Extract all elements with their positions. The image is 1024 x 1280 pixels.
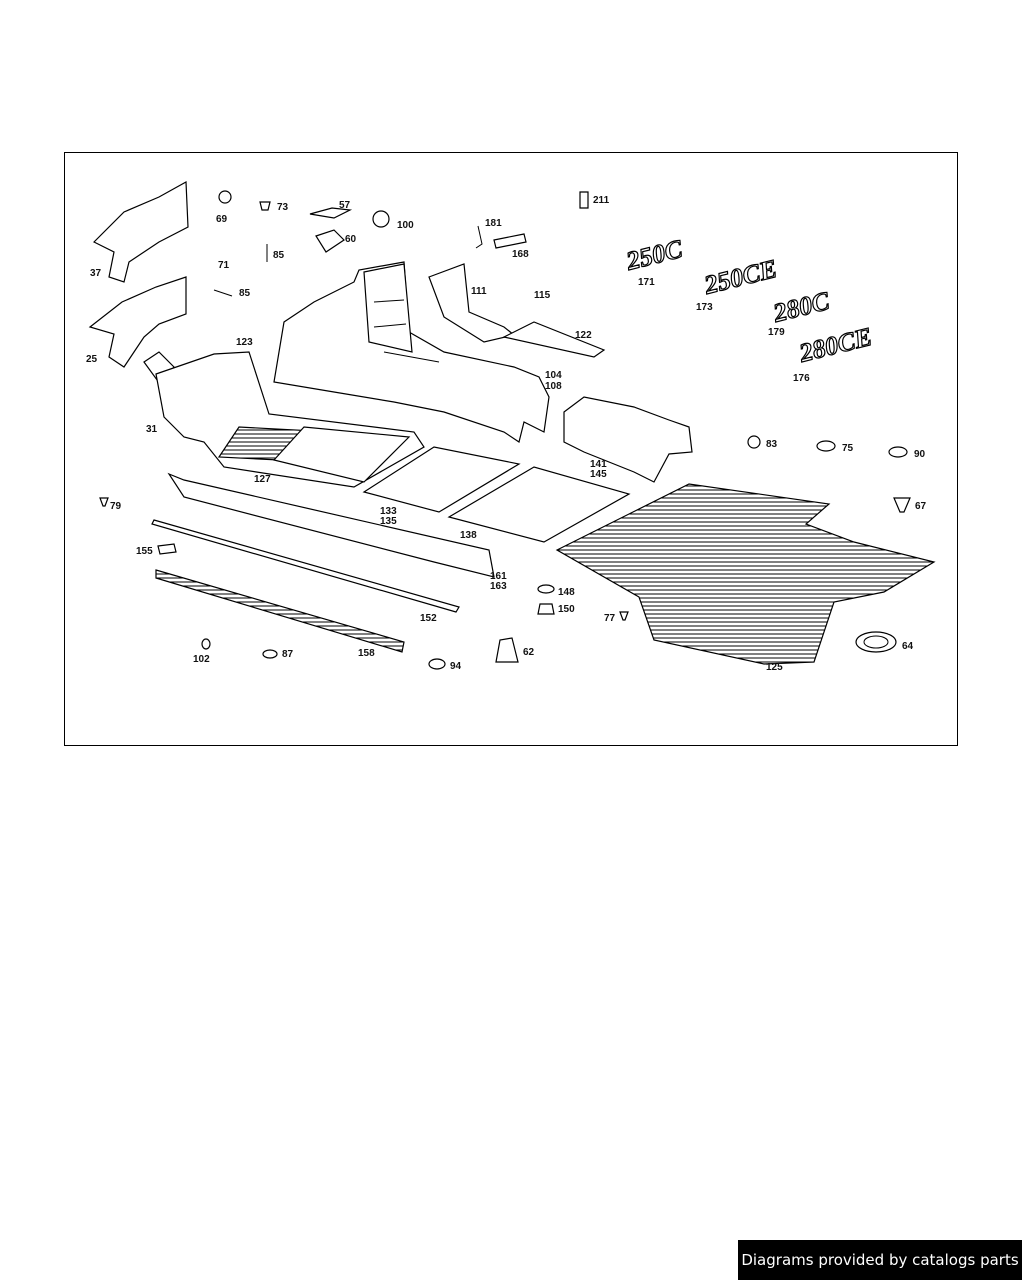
cap-102 xyxy=(201,638,211,650)
callout-87: 87 xyxy=(282,649,294,660)
rear-mat-125 xyxy=(555,483,936,665)
callout-64: 64 xyxy=(902,641,914,652)
clip-155 xyxy=(157,543,177,555)
insulation-panel-37 xyxy=(92,181,189,283)
callout-148: 148 xyxy=(558,587,575,598)
parts-diagram: 250C 250CE 280C 280CE 37 25 31 69 73 71 … xyxy=(86,181,936,673)
callout-122: 122 xyxy=(575,330,592,341)
credit-text: Diagrams provided by catalogs parts xyxy=(741,1251,1019,1269)
callout-125: 125 xyxy=(766,662,783,673)
callout-211: 211 xyxy=(593,195,610,206)
emblem-280c: 280C xyxy=(769,286,832,328)
seal-64 xyxy=(855,631,897,653)
callout-83: 83 xyxy=(766,439,778,450)
callout-111: 111 xyxy=(471,286,487,297)
callout-179: 179 xyxy=(768,327,785,338)
floor-mat-127-plain xyxy=(272,426,411,483)
strip-168 xyxy=(493,233,527,249)
callout-77: 77 xyxy=(604,613,616,624)
callout-181: 181 xyxy=(485,218,502,229)
callout-133: 133 xyxy=(380,506,397,517)
callout-150: 150 xyxy=(558,604,575,615)
emblem-280ce: 280CE xyxy=(795,322,874,368)
nut-150 xyxy=(537,603,555,615)
ring-100 xyxy=(372,210,390,228)
callout-79: 79 xyxy=(110,501,122,512)
callout-123: 123 xyxy=(236,337,253,348)
plate-122 xyxy=(502,321,606,358)
callout-145: 145 xyxy=(590,469,607,480)
grommet-148 xyxy=(537,584,555,594)
callout-138: 138 xyxy=(460,530,477,541)
callout-104: 104 xyxy=(545,370,562,381)
plug-94 xyxy=(428,658,446,670)
grommet-75 xyxy=(816,440,836,452)
screw-85b xyxy=(213,289,233,297)
callout-163: 163 xyxy=(490,581,507,592)
grommet-83 xyxy=(747,435,761,449)
bracket-111 xyxy=(428,263,516,343)
callout-115: 115 xyxy=(534,290,551,301)
emblem-250ce: 250CE xyxy=(700,254,779,300)
callout-168: 168 xyxy=(512,249,529,260)
tunnel-shift-box xyxy=(363,263,413,353)
clip-87 xyxy=(262,649,278,659)
cover-62 xyxy=(495,637,519,663)
callout-60: 60 xyxy=(345,234,357,245)
emblem-250c: 250C xyxy=(622,234,685,276)
callout-158: 158 xyxy=(358,648,375,659)
sill-panel-161 xyxy=(167,472,495,578)
insulation-panel-25 xyxy=(88,276,187,368)
callout-37: 37 xyxy=(90,268,102,279)
callout-102: 102 xyxy=(193,654,210,665)
callout-69: 69 xyxy=(216,214,228,225)
tunnel-shift-slot xyxy=(373,299,440,363)
callout-141: 141 xyxy=(590,459,607,470)
callout-127: 127 xyxy=(254,474,271,485)
clip-211 xyxy=(579,191,589,209)
callout-62: 62 xyxy=(523,647,535,658)
callout-94: 94 xyxy=(450,661,462,672)
callout-171: 171 xyxy=(638,277,655,288)
callout-73: 73 xyxy=(277,202,289,213)
grommet-90 xyxy=(888,446,908,458)
mat-133 xyxy=(362,446,521,513)
callout-100: 100 xyxy=(397,220,414,231)
callout-85a: 85 xyxy=(273,250,285,261)
grommet-69 xyxy=(218,190,232,204)
clip-73 xyxy=(259,201,271,211)
pad-57 xyxy=(309,207,353,219)
ashtray-60 xyxy=(315,229,345,253)
clip-79 xyxy=(99,497,109,507)
callout-31: 31 xyxy=(146,424,158,435)
callout-90: 90 xyxy=(914,449,926,460)
callout-108: 108 xyxy=(545,381,562,392)
callout-155: 155 xyxy=(136,546,153,557)
sill-plate-158 xyxy=(155,569,405,653)
callout-161: 161 xyxy=(490,571,507,582)
callout-57: 57 xyxy=(339,200,351,211)
clip-77 xyxy=(619,611,629,621)
callout-71: 71 xyxy=(218,260,230,271)
callout-85b: 85 xyxy=(239,288,251,299)
callout-152: 152 xyxy=(420,613,437,624)
callout-67: 67 xyxy=(915,501,927,512)
mat-138 xyxy=(447,466,631,543)
clip-67 xyxy=(893,497,911,513)
rear-tunnel-141 xyxy=(563,396,693,483)
trim-strip-152 xyxy=(151,519,460,613)
callout-176: 176 xyxy=(793,373,810,384)
callout-75: 75 xyxy=(842,443,854,454)
callout-25: 25 xyxy=(86,354,98,365)
credit-banner: Diagrams provided by catalogs parts xyxy=(738,1240,1022,1280)
diagram-frame xyxy=(64,152,958,746)
clip-181 xyxy=(475,225,483,249)
callout-173: 173 xyxy=(696,302,713,313)
seal-64-inner xyxy=(863,635,889,649)
callout-135: 135 xyxy=(380,516,397,527)
